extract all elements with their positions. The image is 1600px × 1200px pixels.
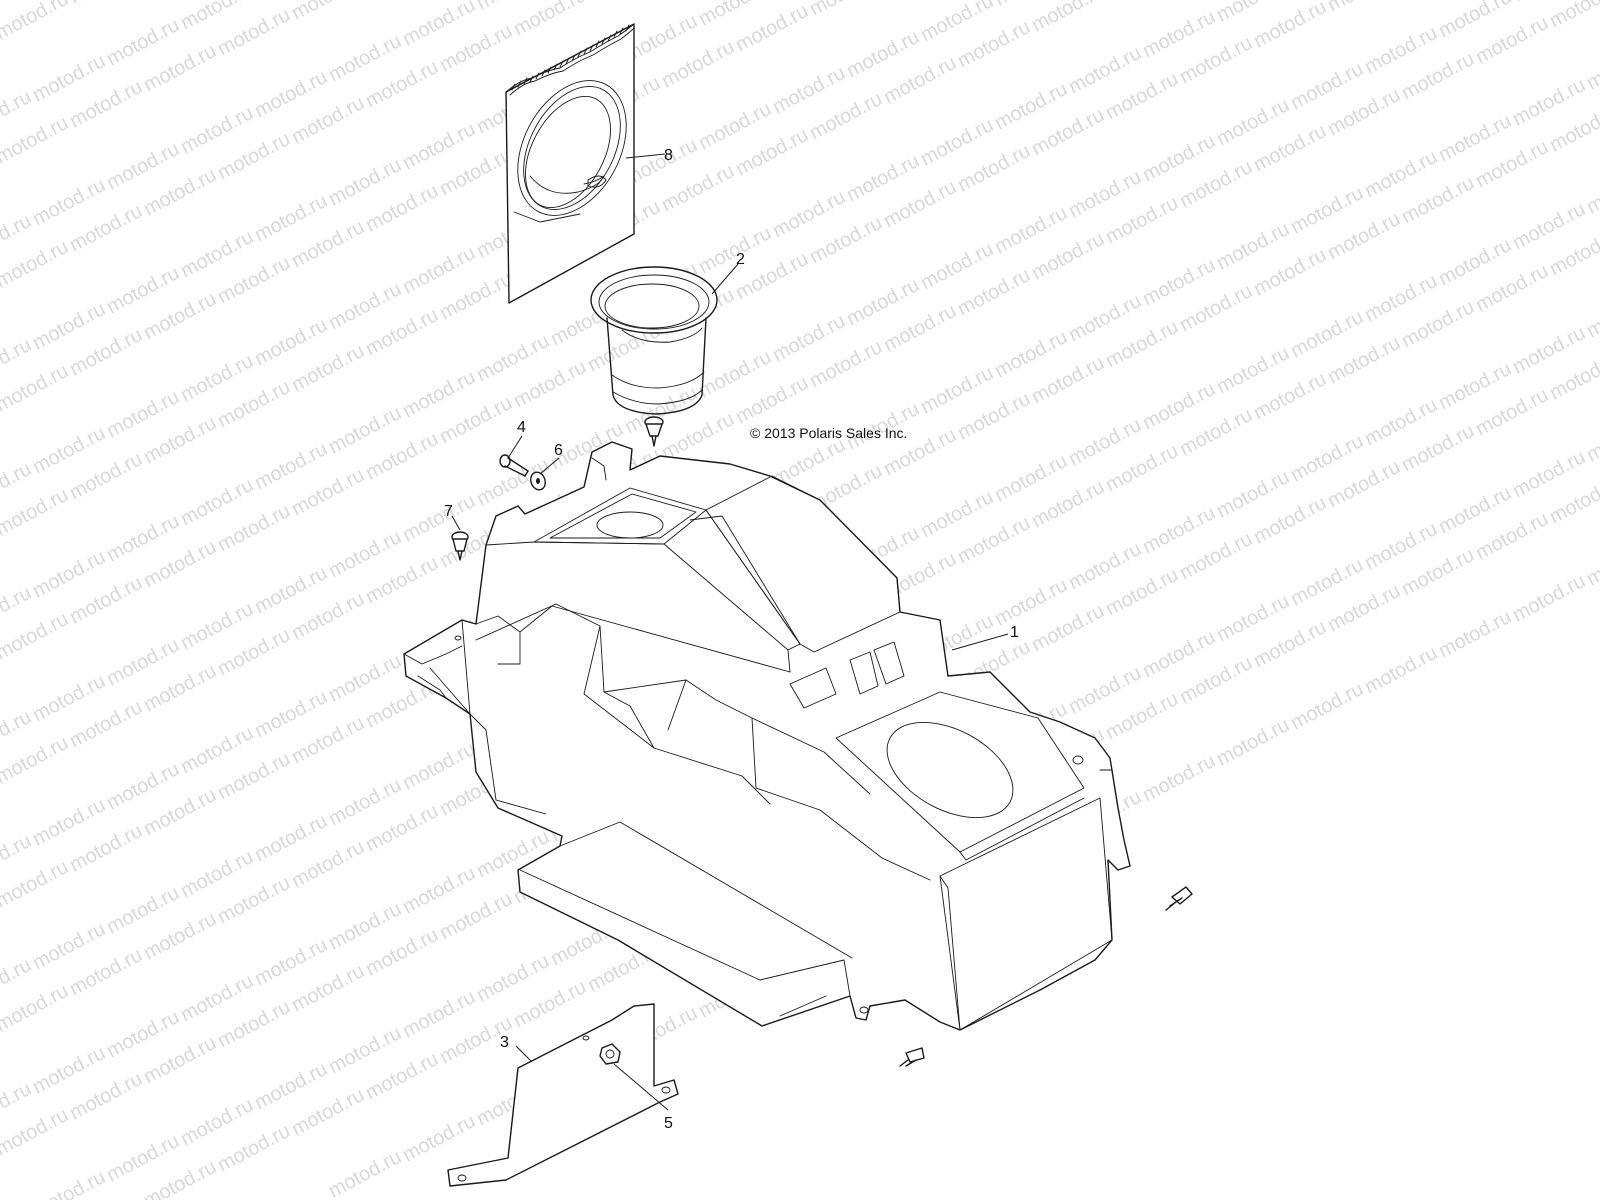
part-screw-right <box>1165 886 1193 911</box>
callout-3: 3 <box>500 1034 509 1051</box>
part-2-cup-holder <box>590 266 718 415</box>
callout-7: 7 <box>444 503 453 520</box>
part-1-console-body <box>403 441 1131 1031</box>
part-7-push-rivet <box>451 531 469 561</box>
part-screw-bottom <box>899 1047 925 1067</box>
callout-8: 8 <box>664 147 673 164</box>
callout-6: 6 <box>554 442 563 459</box>
part-3-bracket-plate <box>447 1003 679 1187</box>
leader-lines <box>451 153 1009 1111</box>
copyright-text: © 2013 Polaris Sales Inc. <box>750 425 907 441</box>
part-6-washer <box>530 471 546 491</box>
callout-4: 4 <box>517 419 526 436</box>
part-8-instruction-sheet <box>505 23 635 304</box>
callout-1: 1 <box>1010 624 1019 641</box>
part-4-bolt <box>499 454 529 477</box>
callout-2: 2 <box>736 251 745 268</box>
part-5-nut <box>599 1043 621 1065</box>
callout-5: 5 <box>664 1115 673 1132</box>
part-screw-top <box>644 416 664 447</box>
